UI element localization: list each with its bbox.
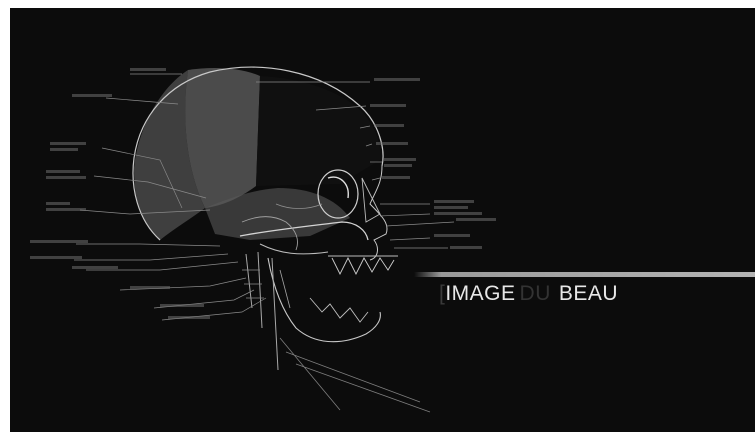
title-word-image: IMAGE: [445, 282, 515, 306]
frontal-region: [256, 76, 380, 186]
mandible: [268, 258, 380, 342]
title-word-beau: BEAU: [559, 282, 618, 306]
skull-illustration: [10, 8, 755, 432]
title-ghost-du: DU: [520, 282, 551, 306]
title-block: [ IMAGE DU BEAU: [439, 277, 618, 311]
upper-teeth: [332, 258, 394, 274]
dark-panel: [ IMAGE DU BEAU: [10, 8, 755, 432]
